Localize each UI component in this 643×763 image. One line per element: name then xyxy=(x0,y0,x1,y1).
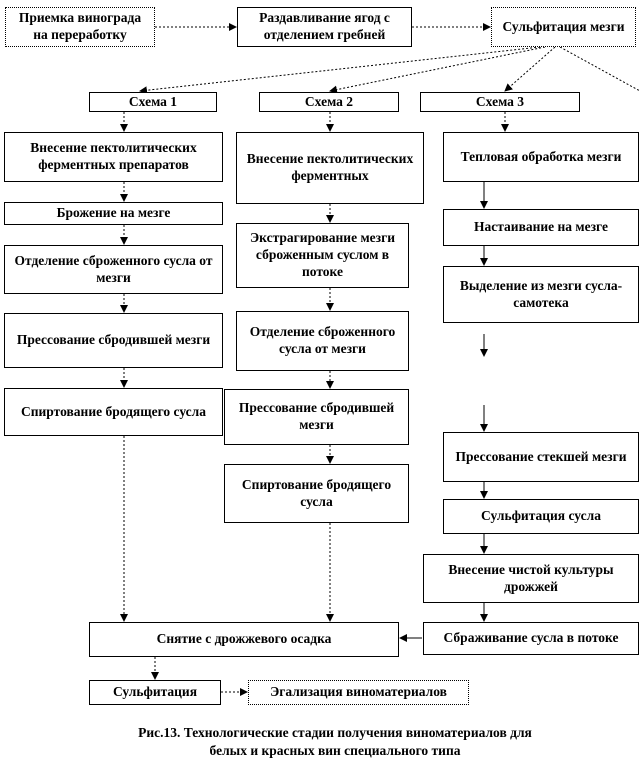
node-s1-fermentation: Брожение на мезге xyxy=(4,202,223,225)
node-sulfitation-mezga: Сульфитация мезги xyxy=(491,7,636,47)
node-s3-flow-fermentation: Сбраживание сусла в потоке xyxy=(423,622,639,655)
arrow-sulf-scheme2 xyxy=(329,46,546,94)
arrow-sulf-scheme3 xyxy=(504,46,556,92)
node-crush-berries: Раздавливание ягод с отделением гребней xyxy=(237,7,412,47)
node-receive-grapes: Приемка винограда на переработку xyxy=(5,7,155,47)
scheme-2-header: Схема 2 xyxy=(259,92,399,112)
node-s3-free-run: Выделение из мезги сусла-самотека xyxy=(443,266,639,323)
node-remove-lees: Снятие с дрожжевого осадка xyxy=(89,622,399,657)
caption-line-1: Рис.13. Технологические стадии получения… xyxy=(138,725,532,740)
node-s1-enzymes: Внесение пектолитических ферментных преп… xyxy=(4,132,223,182)
node-egalization: Эгализация виноматериалов xyxy=(248,680,469,705)
scheme-3-header: Схема 3 xyxy=(420,92,580,112)
node-s1-pressing: Прессование сбродившей мезги xyxy=(4,313,223,368)
node-s3-heat-treatment: Тепловая обработка мезги xyxy=(443,132,639,182)
node-s2-fortification: Спиртование бродящего сусла xyxy=(224,464,409,523)
node-s2-extraction: Экстрагирование мезги сброженным суслом … xyxy=(236,223,409,288)
caption-line-2: белых и красных вин специального типа xyxy=(209,742,461,758)
figure-caption: Рис.13. Технологические стадии получения… xyxy=(80,724,590,759)
node-s1-fortification: Спиртование бродящего сусла xyxy=(4,388,223,436)
node-s1-separation: Отделение сброженного сусла от мезги xyxy=(4,245,223,294)
node-s3-sulfitation: Сульфитация сусла xyxy=(443,499,639,534)
node-s2-separation: Отделение сброженного сусла от мезги xyxy=(236,311,409,371)
node-s3-pressing: Прессование стекшей мезги xyxy=(443,432,639,482)
scheme-1-header: Схема 1 xyxy=(89,92,217,112)
node-s2-enzymes: Внесение пектолитических ферментных xyxy=(236,132,424,204)
node-s2-pressing: Прессование сбродившей мезги xyxy=(224,389,409,445)
line-sulf-extra xyxy=(559,46,641,92)
node-sulfitation-final: Сульфитация xyxy=(89,680,221,705)
arrow-sulf-scheme1 xyxy=(139,46,541,95)
node-s3-yeast: Внесение чистой культуры дрожжей xyxy=(423,554,639,603)
node-s3-infusion: Настаивание на мезге xyxy=(443,209,639,246)
